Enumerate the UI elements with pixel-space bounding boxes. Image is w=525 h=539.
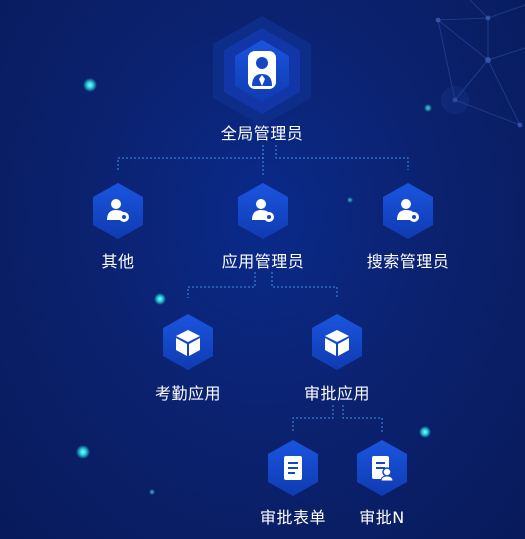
search-admin-label: 搜索管理员	[366, 252, 450, 271]
admin-user-icon	[248, 51, 276, 89]
network-decoration	[437, 0, 525, 126]
approval-app-label: 审批应用	[303, 384, 371, 403]
connectors	[117, 145, 409, 432]
document-icon	[284, 456, 302, 480]
cube-icon	[325, 330, 349, 356]
approval-app-node[interactable]	[312, 314, 362, 370]
network-halo	[441, 86, 469, 114]
approval-form-node[interactable]	[268, 440, 318, 496]
root-node[interactable]	[213, 16, 311, 126]
attendance-app-node[interactable]	[163, 314, 213, 370]
approval-form-label: 审批表单	[259, 508, 327, 527]
root-label: 全局管理员	[220, 124, 304, 143]
user-gear-icon	[252, 199, 274, 222]
other-node[interactable]	[93, 183, 143, 239]
app-admin-node[interactable]	[238, 183, 288, 239]
cube-icon	[176, 330, 200, 356]
search-admin-node[interactable]	[383, 183, 433, 239]
attendance-app-label: 考勤应用	[154, 384, 222, 403]
approval-n-label: 审批N	[359, 508, 405, 527]
other-label: 其他	[101, 252, 135, 271]
network-nodes	[435, 15, 523, 128]
user-gear-icon	[397, 199, 419, 222]
app-admin-label: 应用管理员	[221, 252, 305, 271]
user-gear-icon	[107, 199, 129, 222]
approval-n-node[interactable]	[357, 440, 407, 496]
glow-dots	[76, 78, 432, 495]
document-user-icon	[372, 456, 394, 482]
